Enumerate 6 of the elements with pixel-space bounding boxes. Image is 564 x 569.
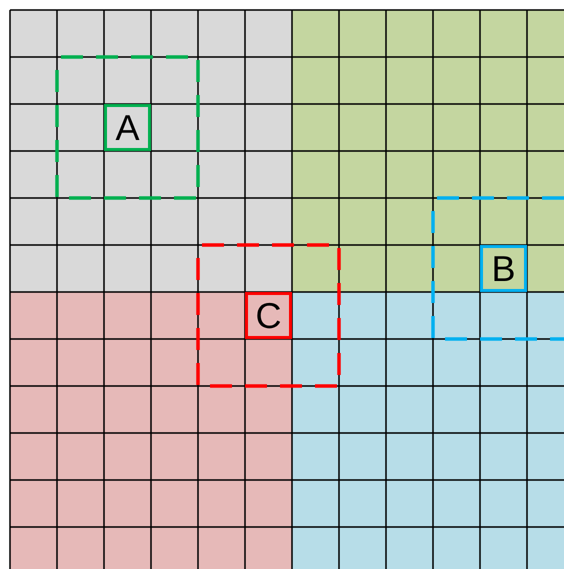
dashed-region bbox=[198, 245, 339, 386]
letter-label: C bbox=[245, 292, 292, 339]
letter-label: B bbox=[480, 245, 527, 292]
dashed-region bbox=[433, 198, 564, 339]
dashed-region bbox=[57, 57, 198, 198]
letter-label: A bbox=[104, 104, 151, 151]
